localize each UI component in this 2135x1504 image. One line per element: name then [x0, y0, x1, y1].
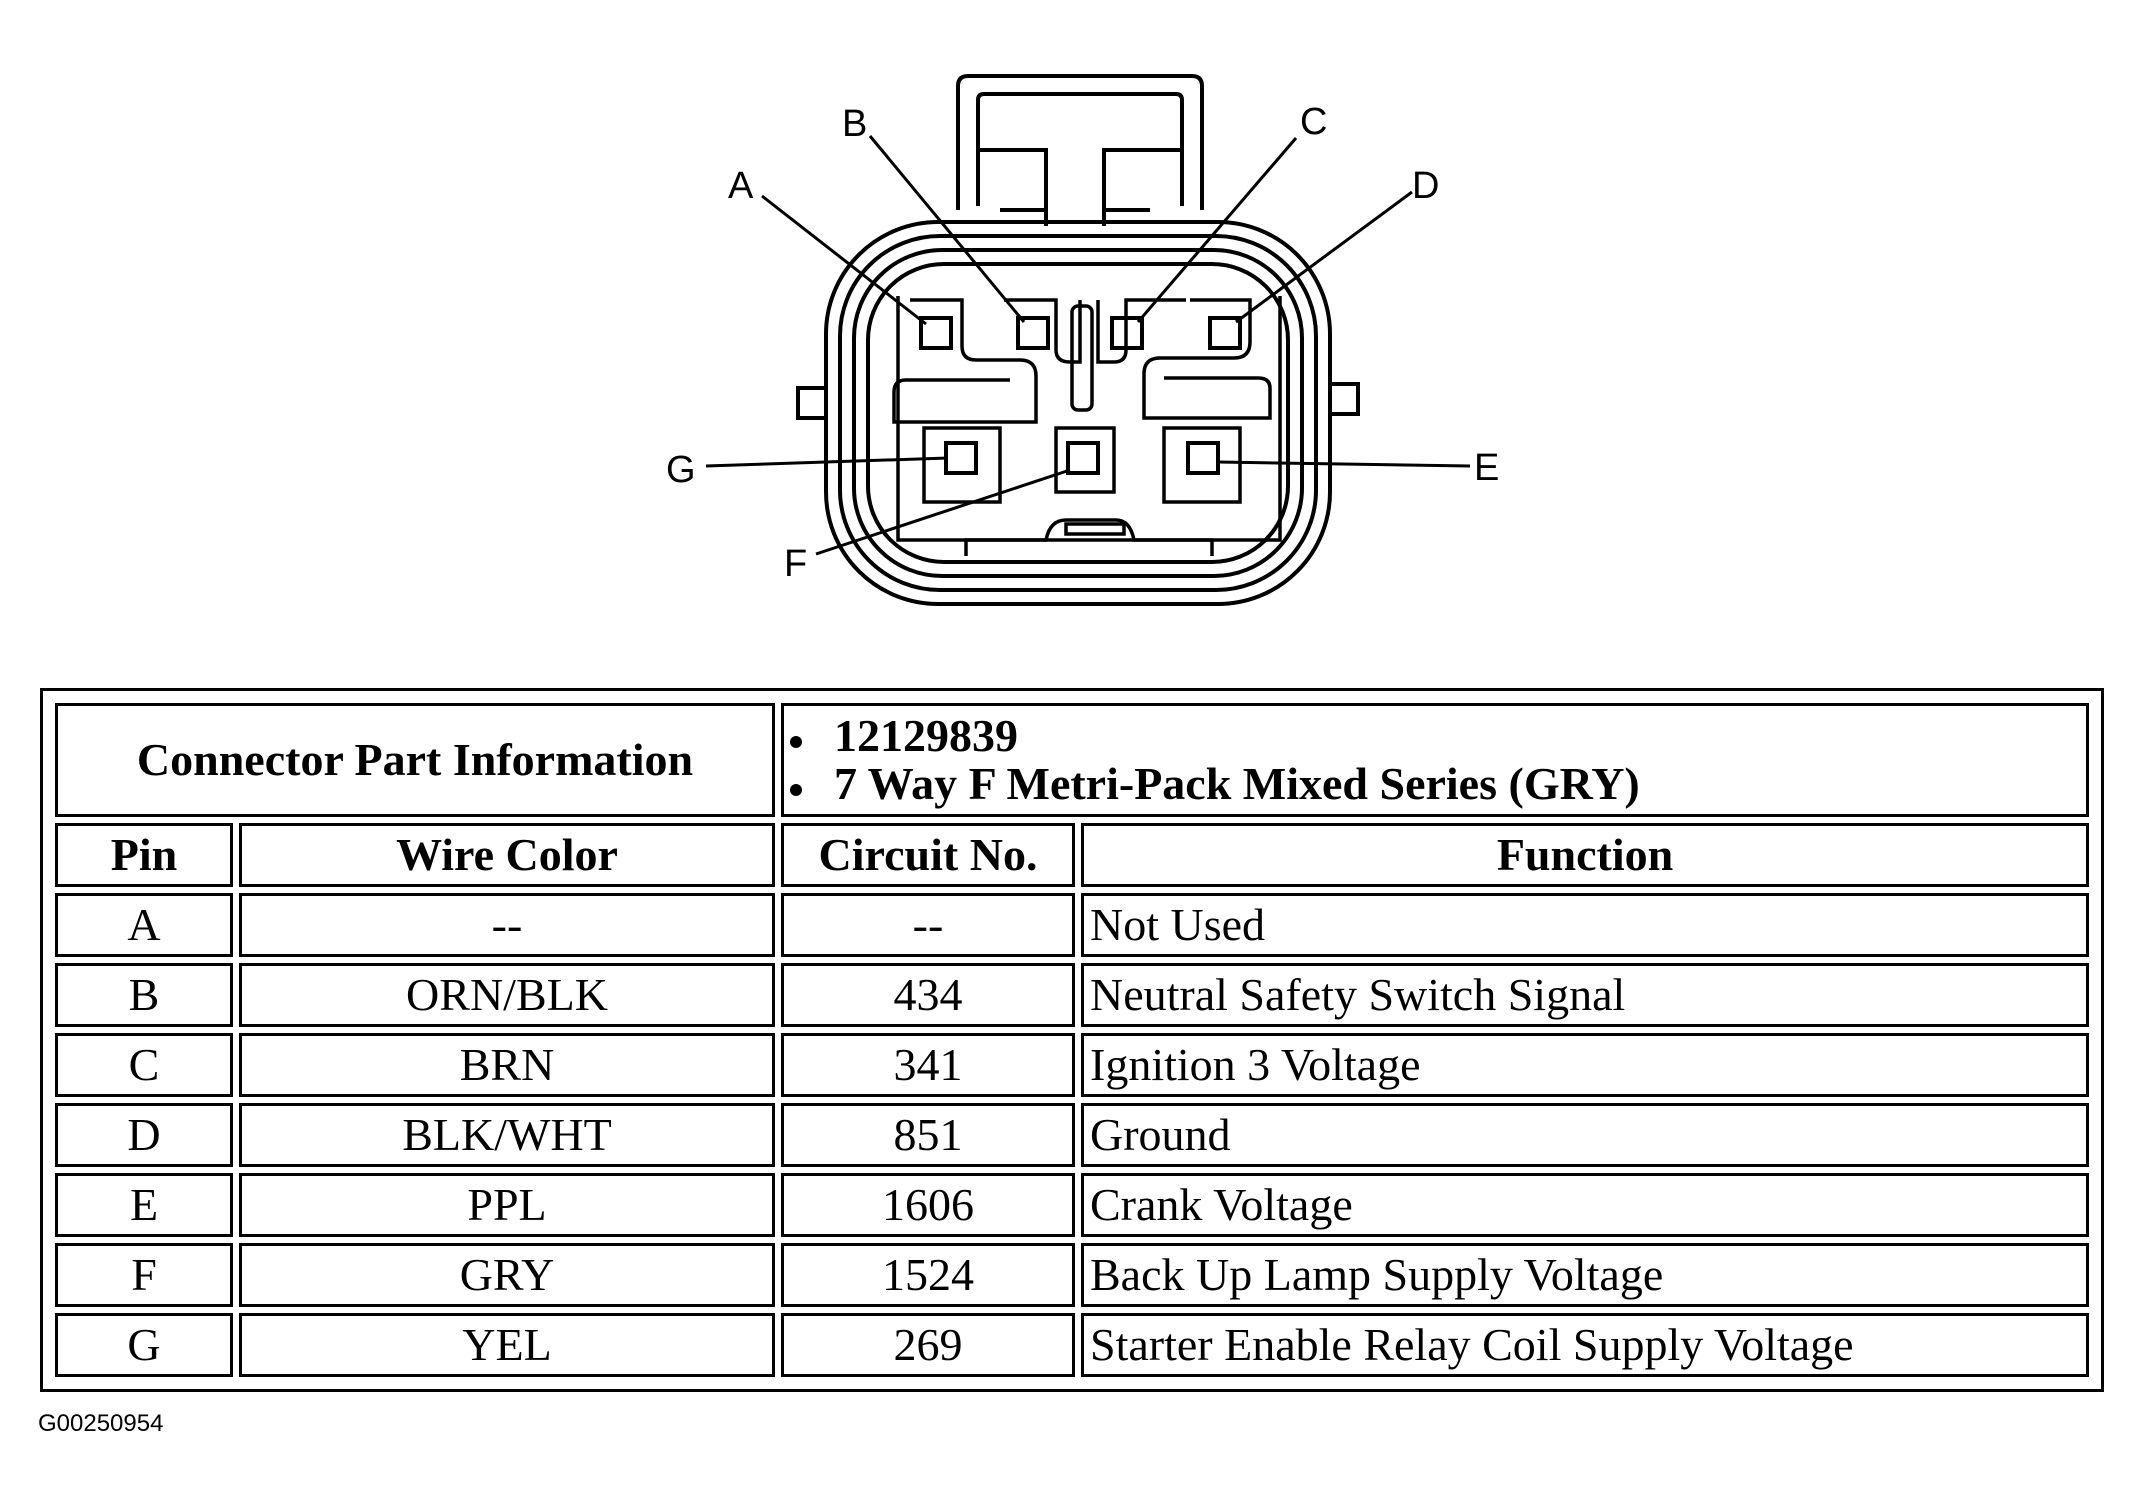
cell-pin: E	[55, 1173, 233, 1237]
header-function: Function	[1081, 823, 2089, 887]
cell-function: Crank Voltage	[1081, 1173, 2089, 1237]
pin-cavities	[919, 316, 1242, 475]
table-row: E PPL 1606 Crank Voltage	[55, 1173, 2089, 1237]
pin-label-e: E	[1474, 447, 1499, 489]
cell-circuit: --	[781, 893, 1075, 957]
cell-circuit: 1524	[781, 1243, 1075, 1307]
part-info-row: Connector Part Information 12129839 7 Wa…	[55, 703, 2089, 817]
table-row: C BRN 341 Ignition 3 Voltage	[55, 1033, 2089, 1097]
cell-wire-color: BRN	[239, 1033, 775, 1097]
cell-pin: B	[55, 963, 233, 1027]
cell-function: Not Used	[1081, 893, 2089, 957]
cell-wire-color: YEL	[239, 1313, 775, 1377]
pin-label-f: F	[784, 543, 807, 585]
pin-table: Connector Part Information 12129839 7 Wa…	[49, 697, 2095, 1383]
cell-function: Ground	[1081, 1103, 2089, 1167]
pin-c-cavity	[1110, 316, 1144, 350]
pin-label-g: G	[666, 449, 696, 491]
cell-function: Ignition 3 Voltage	[1081, 1033, 2089, 1097]
connector-pin-table: Connector Part Information 12129839 7 Wa…	[40, 688, 2104, 1392]
cell-function: Back Up Lamp Supply Voltage	[1081, 1243, 2089, 1307]
leader-lines	[705, 135, 1471, 556]
cell-pin: G	[55, 1313, 233, 1377]
cell-circuit: 341	[781, 1033, 1075, 1097]
cell-function: Neutral Safety Switch Signal	[1081, 963, 2089, 1027]
table-row: F GRY 1524 Back Up Lamp Supply Voltage	[55, 1243, 2089, 1307]
figure-id: G00250954	[38, 1410, 164, 1437]
table-header-row: Pin Wire Color Circuit No. Function	[55, 823, 2089, 887]
cell-wire-color: ORN/BLK	[239, 963, 775, 1027]
cell-circuit: 851	[781, 1103, 1075, 1167]
table-row: G YEL 269 Starter Enable Relay Coil Supp…	[55, 1313, 2089, 1377]
cell-wire-color: BLK/WHT	[239, 1103, 775, 1167]
part-info-list: 12129839 7 Way F Metri-Pack Mixed Series…	[781, 703, 2089, 817]
cell-circuit: 1606	[781, 1173, 1075, 1237]
cell-pin: F	[55, 1243, 233, 1307]
pin-d-cavity	[1208, 316, 1242, 350]
pin-g-cavity	[944, 441, 978, 475]
pin-e-cavity	[1186, 441, 1220, 475]
part-info-label: Connector Part Information	[55, 703, 775, 817]
connector-latch	[956, 74, 1204, 226]
header-pin: Pin	[55, 823, 233, 887]
pin-f-cavity	[1066, 441, 1100, 475]
table-row: B ORN/BLK 434 Neutral Safety Switch Sign…	[55, 963, 2089, 1027]
part-description: 7 Way F Metri-Pack Mixed Series (GRY)	[790, 759, 2080, 808]
cell-pin: A	[55, 893, 233, 957]
cell-wire-color: --	[239, 893, 775, 957]
pin-a-cavity	[919, 316, 953, 350]
table-row: A -- -- Not Used	[55, 893, 2089, 957]
pin-label-b: B	[842, 103, 867, 145]
header-wire-color: Wire Color	[239, 823, 775, 887]
cell-wire-color: PPL	[239, 1173, 775, 1237]
pin-label-a: A	[728, 165, 754, 207]
part-number: 12129839	[790, 711, 2080, 760]
pin-b-cavity	[1016, 316, 1050, 350]
connector-face-diagram: A B C D E F G	[666, 74, 1499, 606]
pin-label-d: D	[1412, 165, 1439, 207]
connector-housing	[796, 220, 1360, 606]
connector-cavity-walls	[892, 296, 1282, 556]
pin-label-c: C	[1300, 101, 1327, 143]
cell-circuit: 434	[781, 963, 1075, 1027]
cell-circuit: 269	[781, 1313, 1075, 1377]
cell-wire-color: GRY	[239, 1243, 775, 1307]
cell-pin: C	[55, 1033, 233, 1097]
header-circuit: Circuit No.	[781, 823, 1075, 887]
cell-pin: D	[55, 1103, 233, 1167]
cell-function: Starter Enable Relay Coil Supply Voltage	[1081, 1313, 2089, 1377]
table-row: D BLK/WHT 851 Ground	[55, 1103, 2089, 1167]
